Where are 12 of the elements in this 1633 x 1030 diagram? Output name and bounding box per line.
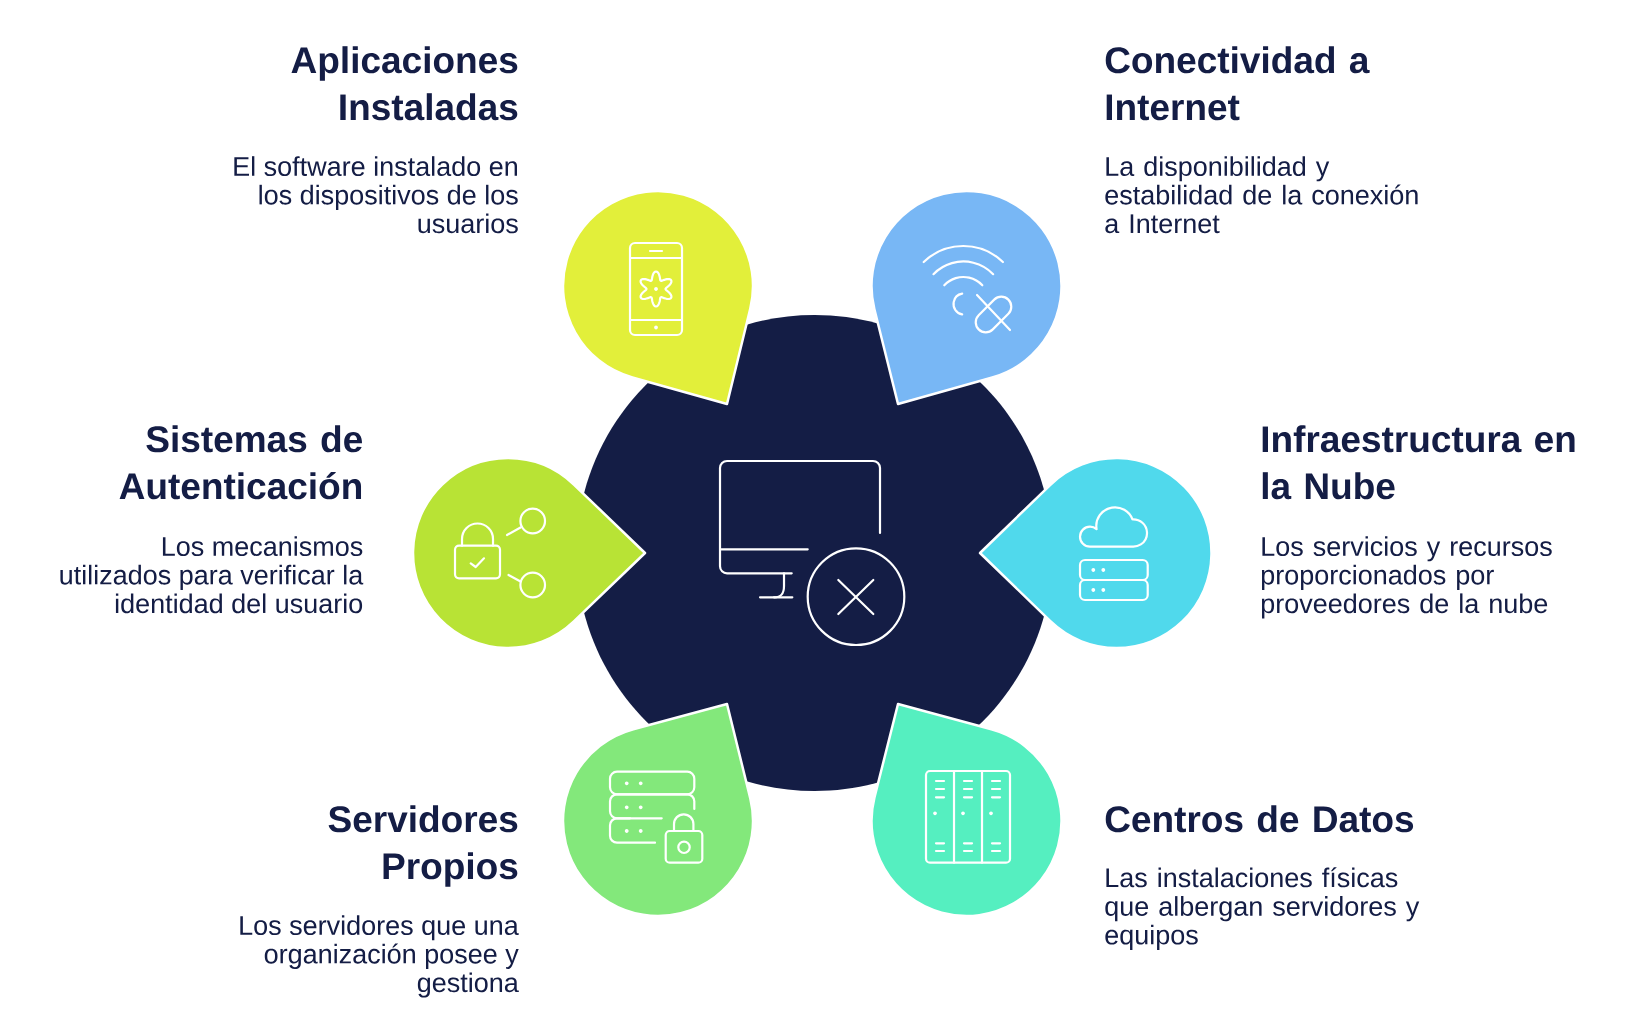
description: Los servidores que una organización posee y gestiona <box>240 915 519 998</box>
heading: Conectividad a Internet <box>1105 46 1370 121</box>
heading: Infraestructura en la Nube <box>1262 425 1575 500</box>
heading: Servidores Propios <box>328 805 518 887</box>
description: El software instalado en los dispositivos de los usuarios <box>234 156 518 234</box>
heading: Aplicaciones Instaladas <box>291 46 518 121</box>
heading: Sistemas de Autenticación <box>119 425 362 500</box>
description: Los mecanismos utilizados para verificar la identidad del usuario <box>60 536 364 614</box>
heading: Centros de Datos <box>1105 805 1414 833</box>
description: Las instalaciones físicas que albergan servidores y equipos <box>1105 867 1420 950</box>
description: La disponibilidad y estabilidad de la conexión a Internet <box>1105 156 1418 234</box>
description: Los servicios y recursos proporcionados por proveedores de la nube <box>1261 536 1552 619</box>
